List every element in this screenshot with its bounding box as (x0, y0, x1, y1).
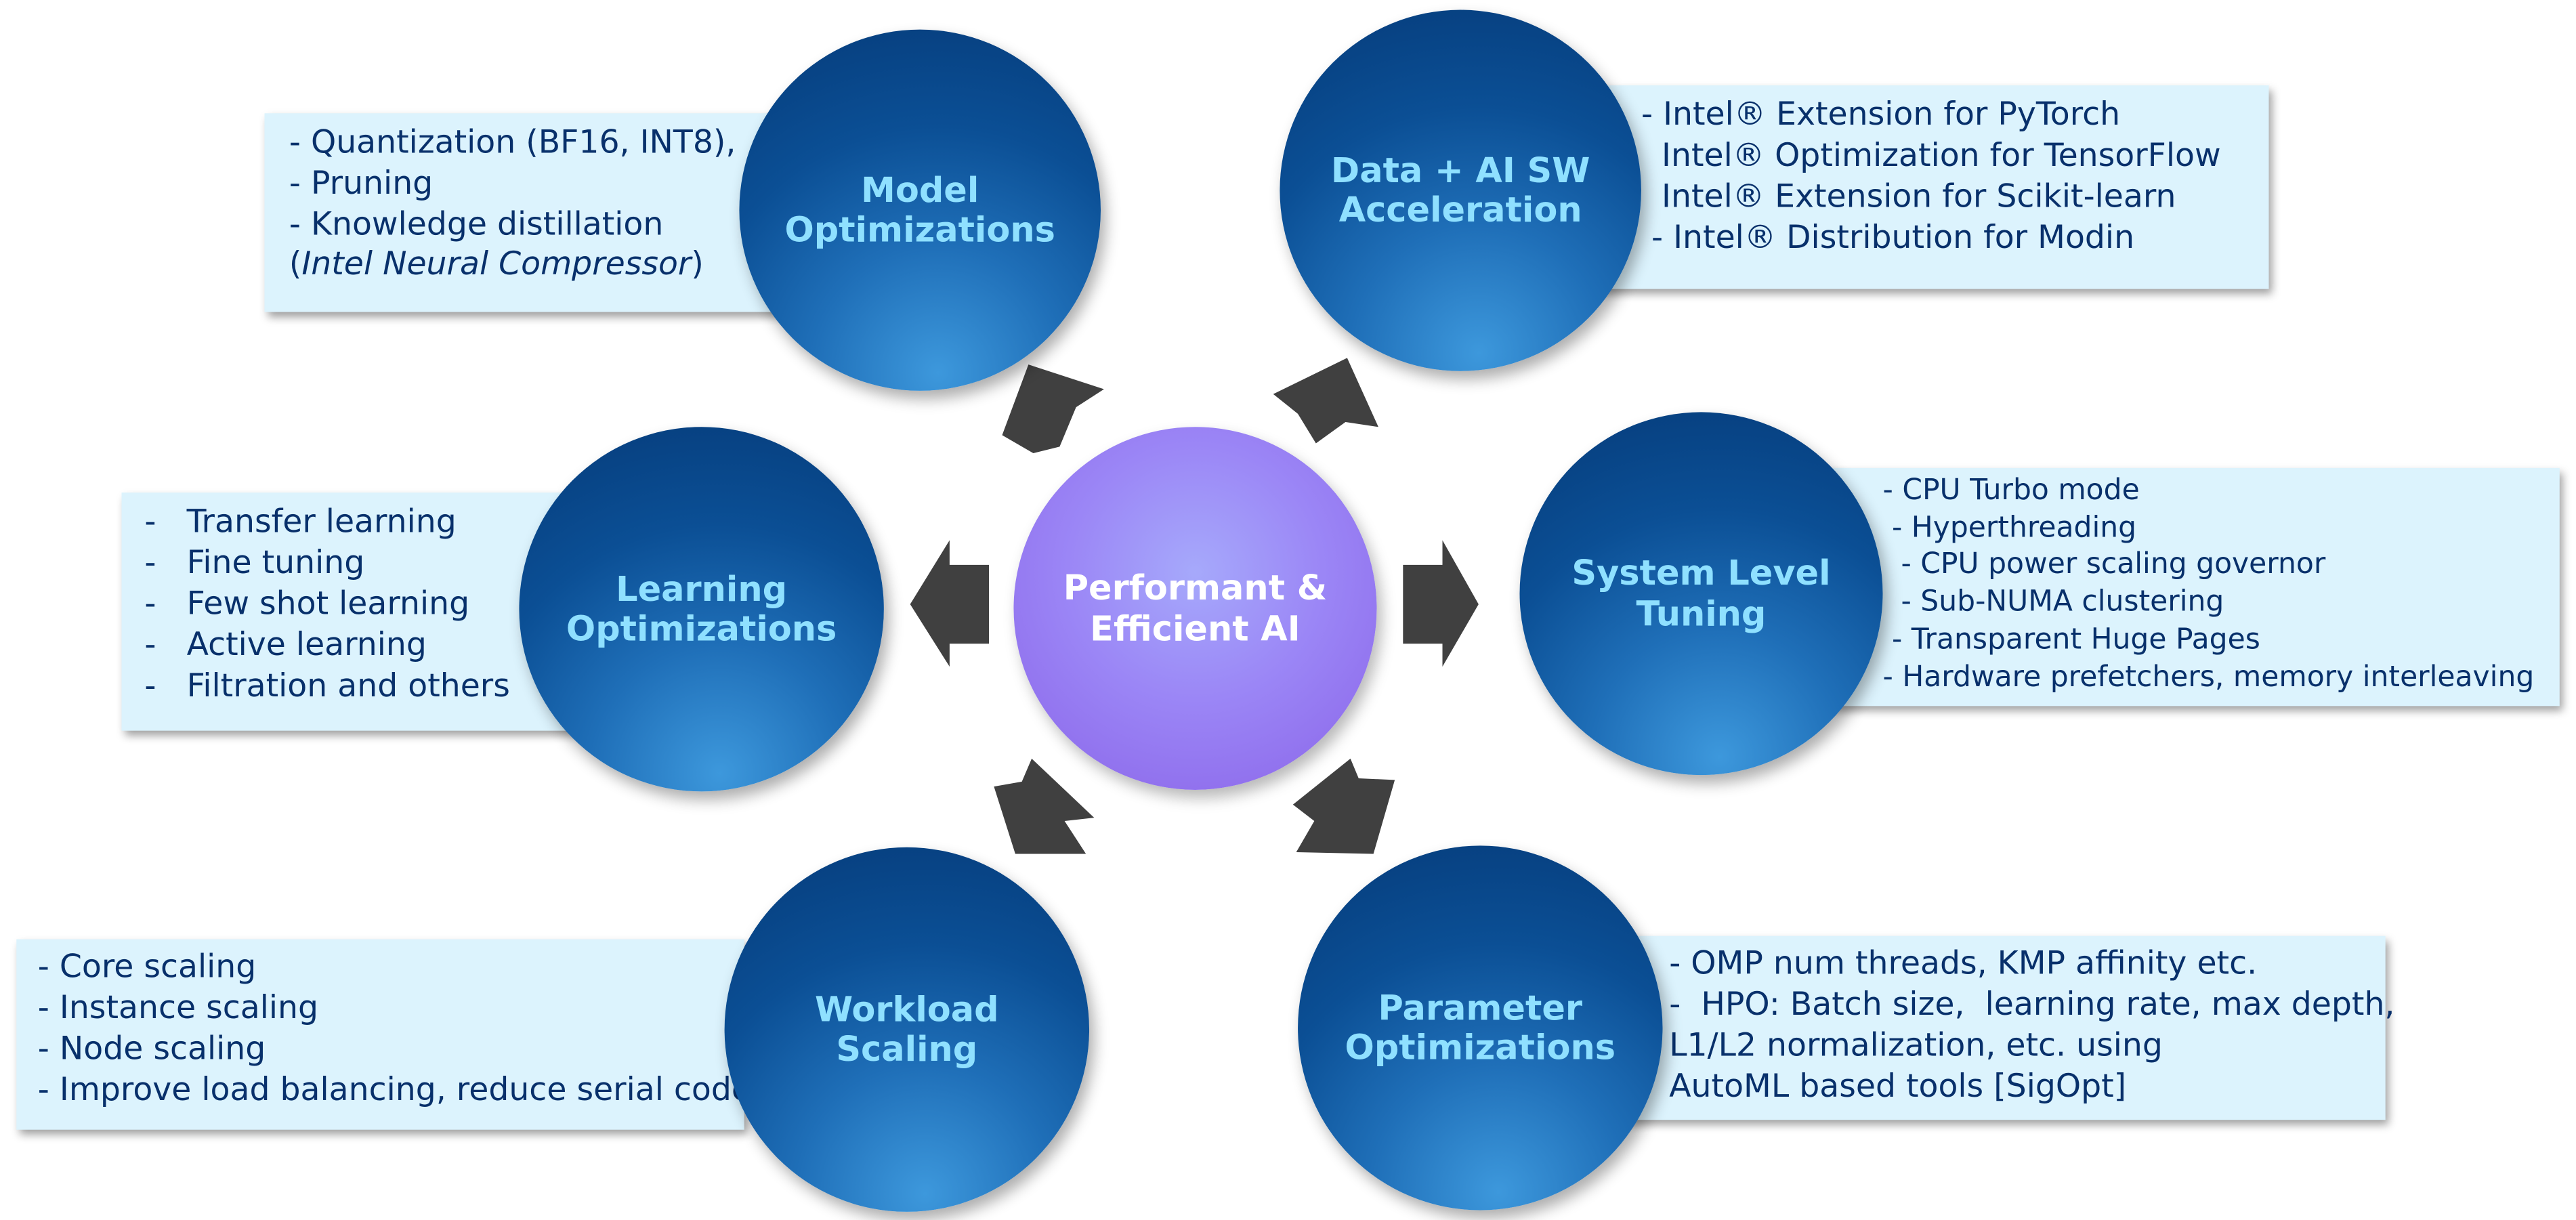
system-line: - Transparent Huge Pages (1882, 623, 2260, 657)
parameter-optimizations-box: - OMP num threads, KMP affinity etc. - H… (1544, 935, 2395, 1120)
learning-optimizations-circle: Learning Optimizations (519, 427, 884, 792)
workload-scaling-circle: Workload Scaling (724, 847, 1090, 1212)
arrow-to-system-level-tuning (1403, 540, 1479, 667)
system-level-tuning-title: System Level Tuning (1571, 553, 1831, 633)
system-line: - CPU Turbo mode (1882, 474, 2140, 508)
learning-line: - Transfer learning (144, 502, 457, 541)
parameter-optimizations-title: Parameter Optimizations (1345, 988, 1616, 1068)
learning-line: - Filtration and others (144, 667, 510, 704)
data-ai-acceleration-box: - Intel® Extension for PyTorch Intel® Op… (1527, 85, 2269, 289)
system-line: - Hyperthreading (1882, 511, 2137, 545)
model-optimizations-line: - Quantization (BF16, INT8), (289, 123, 736, 161)
tool-paren-close: ) (691, 245, 704, 283)
workload-line: - Improve load balancing, reduce serial … (37, 1070, 752, 1109)
parameter-line: - OMP num threads, KMP affinity etc. (1669, 944, 2258, 982)
model-optimizations-box: - Quantization (BF16, INT8), - Pruning -… (264, 113, 790, 312)
arrow-to-learning-optimizations (910, 540, 990, 667)
workload-line: - Core scaling (37, 947, 257, 986)
learning-line: - Fine tuning (144, 543, 365, 582)
tool-paren-open: ( (289, 245, 302, 283)
data-ai-acceleration-circle: Data + AI SW Acceleration (1280, 9, 1641, 371)
workload-scaling-box: - Core scaling - Instance scaling - Node… (16, 939, 752, 1130)
data-ai-acceleration-title: Data + AI SW Acceleration (1330, 150, 1590, 230)
parameter-line: - HPO: Batch size, learning rate, max de… (1669, 985, 2395, 1024)
learning-optimizations-title: Learning Optimizations (566, 568, 837, 649)
data-ai-line: - Intel® Distribution for Modin (1641, 218, 2135, 257)
system-line: - Sub-NUMA clustering (1882, 586, 2224, 620)
performant-efficient-ai-center: Performant & Efficient AI (1013, 427, 1377, 790)
model-optimizations-line: - Knowledge distillation (289, 205, 664, 243)
system-level-tuning-box: - CPU Turbo mode - Hyperthreading - CPU … (1774, 467, 2560, 707)
system-line: - CPU power scaling governor (1882, 549, 2326, 583)
arrow-to-parameter-optimizations (1292, 758, 1395, 854)
neural-compressor-tool: Intel Neural Compressor (301, 245, 692, 283)
workload-line: - Node scaling (37, 1029, 266, 1068)
model-optimizations-line: - Pruning (289, 163, 434, 202)
data-ai-line: Intel® Extension for Scikit-learn (1641, 177, 2176, 215)
learning-line: - Active learning (144, 625, 427, 664)
model-optimizations-title: Model Optimizations (784, 169, 1055, 250)
data-ai-line: Intel® Optimization for TensorFlow (1641, 136, 2221, 174)
arrow-to-workload-scaling (994, 758, 1095, 854)
parameter-line: L1/L2 normalization, etc. using (1669, 1026, 2163, 1064)
parameter-optimizations-circle: Parameter Optimizations (1298, 845, 1663, 1211)
workload-line: - Instance scaling (37, 988, 318, 1026)
parameter-line: AutoML based tools [SigOpt] (1669, 1067, 2127, 1106)
model-optimizations-tool-line: (Intel Neural Compressor) (289, 245, 790, 286)
workload-scaling-title: Workload Scaling (814, 989, 999, 1070)
learning-line: - Few shot learning (144, 584, 470, 623)
system-line: - Hardware prefetchers, memory interleav… (1882, 660, 2535, 694)
arrow-to-data-ai-acceleration (1273, 358, 1378, 444)
data-ai-line: - Intel® Extension for PyTorch (1641, 95, 2121, 133)
model-optimizations-circle: Model Optimizations (739, 29, 1101, 391)
arrow-to-model-optimizations (1002, 364, 1104, 454)
system-level-tuning-circle: System Level Tuning (1519, 412, 1883, 776)
center-title: Performant & Efficient AI (1063, 568, 1328, 648)
